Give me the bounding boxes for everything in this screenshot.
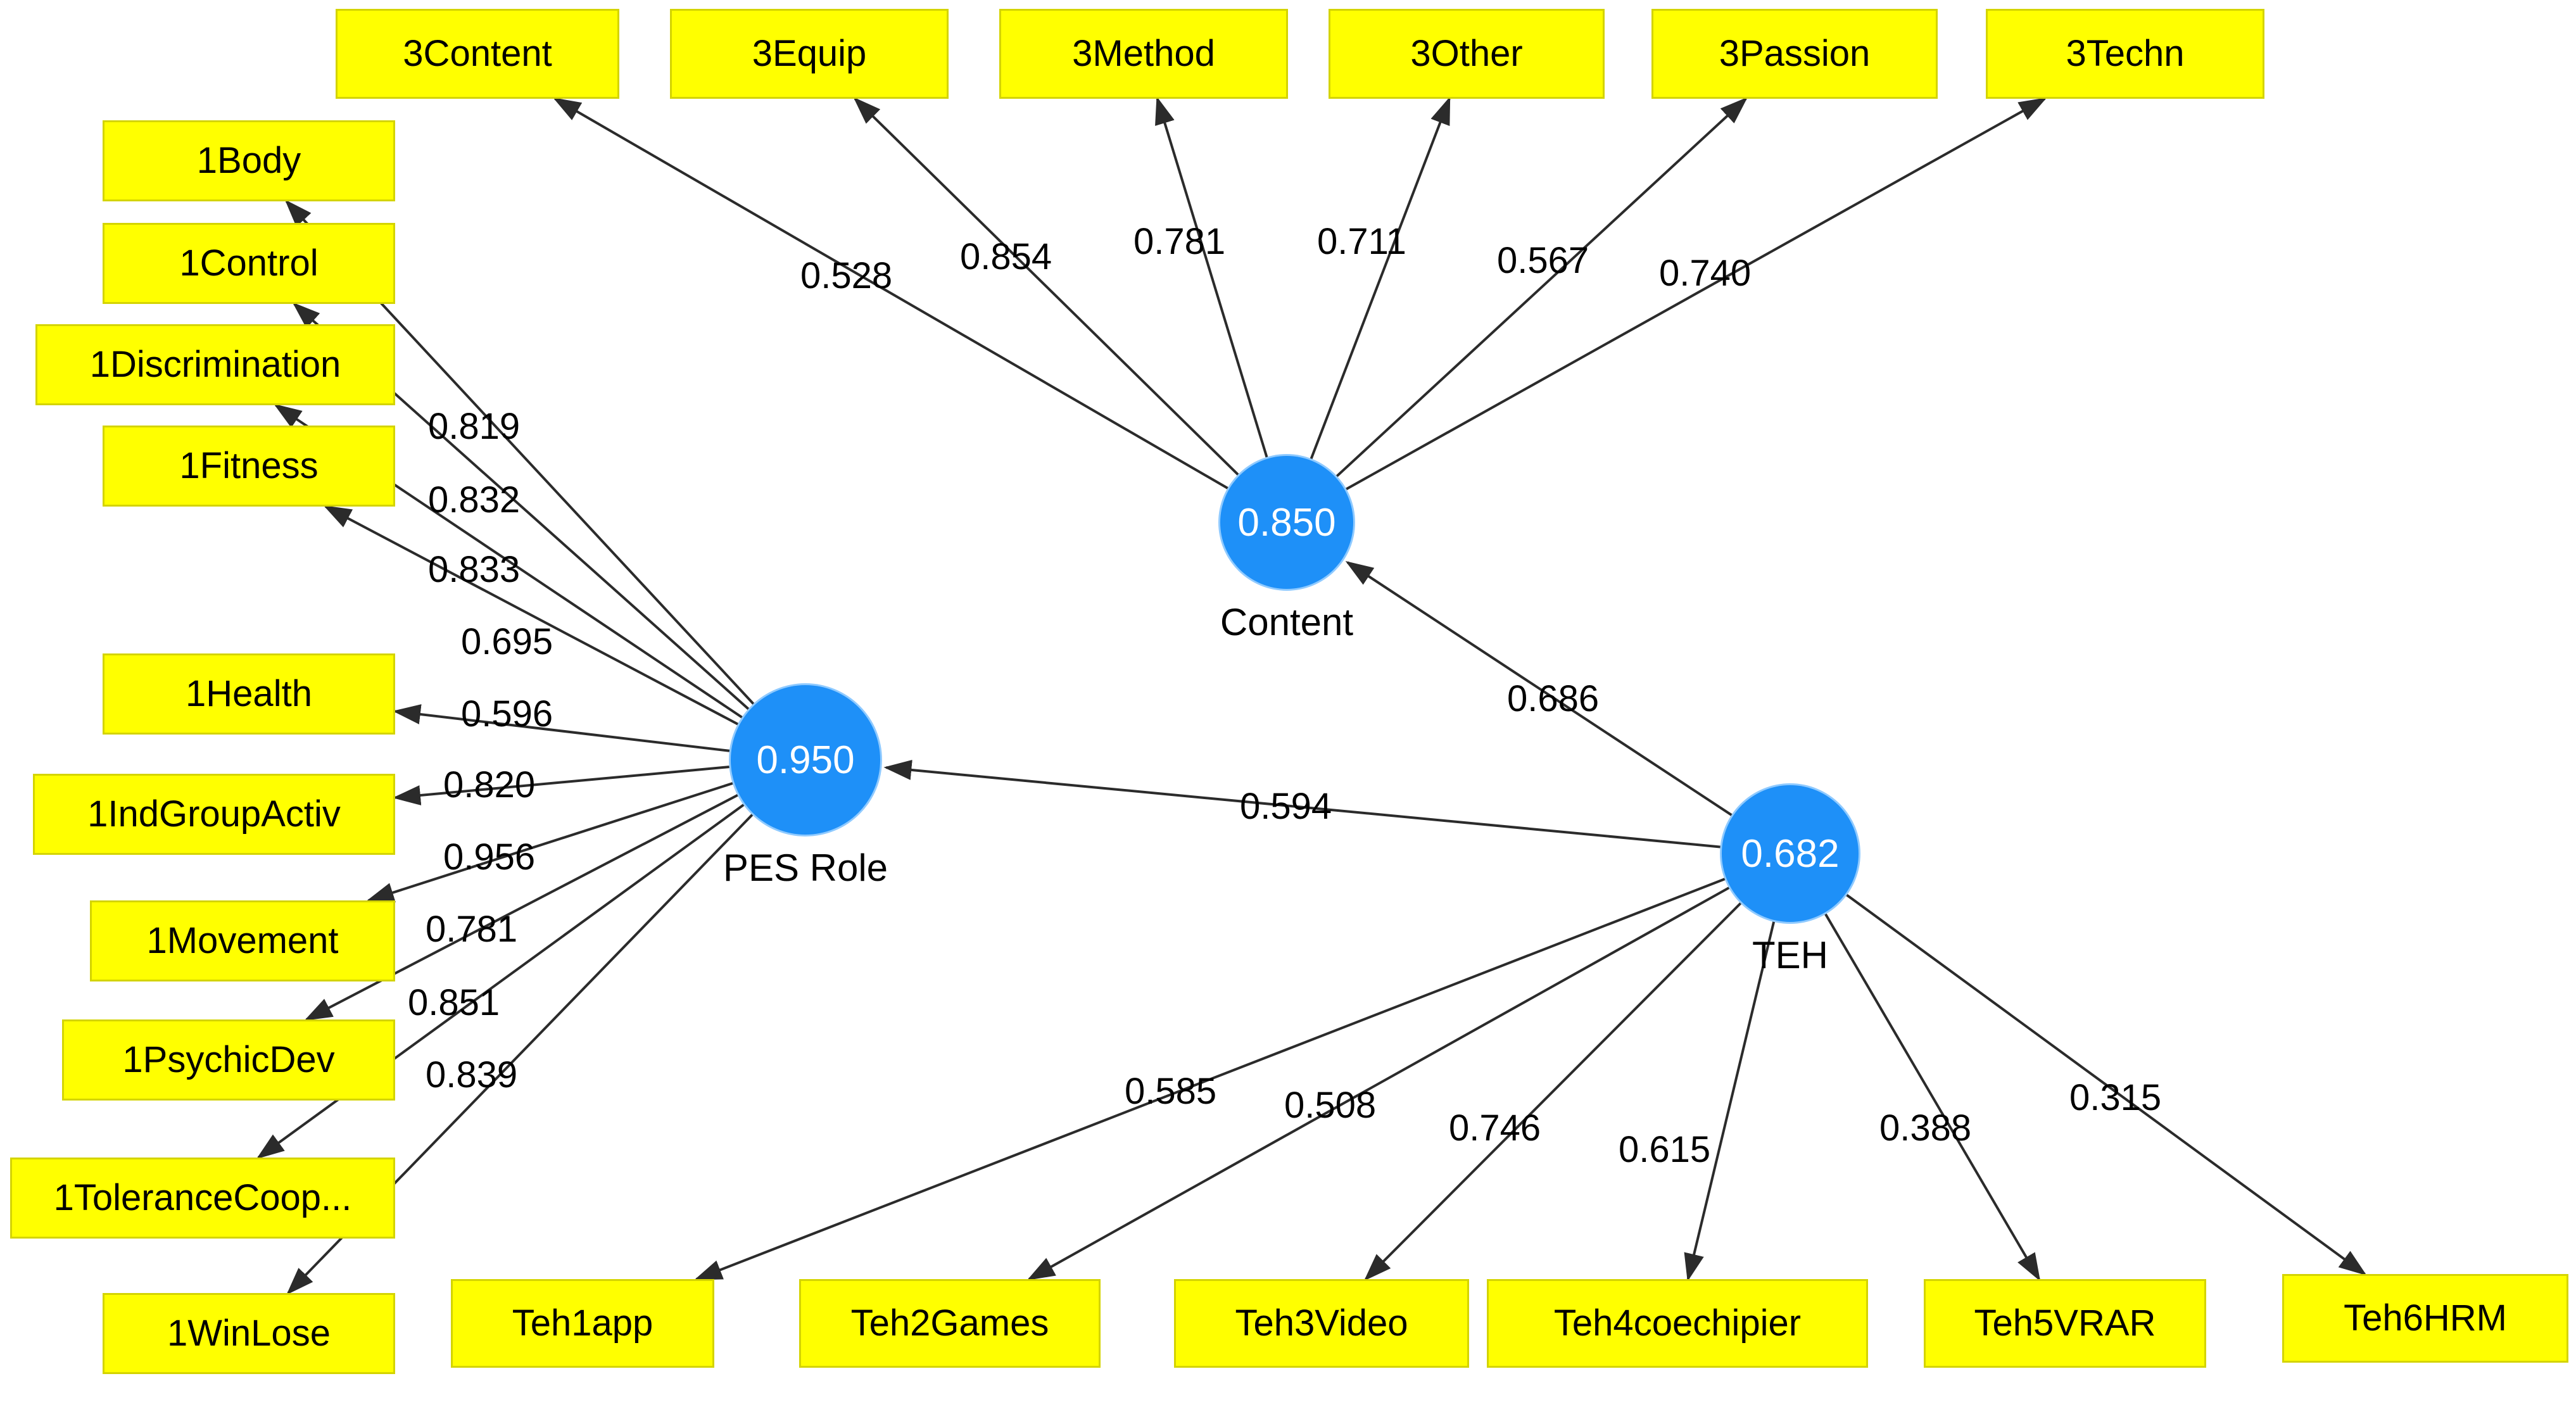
indicator-box[interactable]: 1Discrimination [35,324,395,405]
latent-construct-content[interactable]: 0.850 [1220,456,1353,589]
loading-coefficient: 0.315 [2069,1077,2162,1118]
indicator-box[interactable]: 1IndGroupActiv [33,774,395,855]
indicator-label: Teh3Video [1235,1303,1408,1344]
latent-value: 0.950 [756,738,855,782]
indicator-label: 1Fitness [179,445,319,486]
indicator-label: 1PsychicDev [122,1039,335,1080]
indicator-label: Teh2Games [850,1303,1049,1344]
indicator-box[interactable]: 1Health [103,653,395,735]
indicator-box[interactable]: 3Other [1329,9,1605,99]
loading-coefficient: 0.740 [1659,253,1752,294]
latent-construct-pes_role[interactable]: 0.950 [731,685,880,835]
indicator-box[interactable]: Teh4coechipier [1487,1279,1868,1368]
indicator-box[interactable]: Teh2Games [799,1279,1101,1368]
path-coefficient: 0.686 [1507,678,1600,719]
indicator-label: 1ToleranceCoop... [53,1177,352,1218]
indicator-label: 1Control [179,243,319,284]
loading-coefficient: 0.781 [426,909,518,950]
loading-coefficient: 0.833 [428,549,521,590]
loading-coefficient: 0.508 [1284,1085,1377,1126]
indicator-label: 3Techn [2066,33,2185,74]
indicator-label: Teh5VRAR [1974,1303,2156,1344]
indicator-box[interactable]: 1Control [103,223,395,304]
latent-construct-teh[interactable]: 0.682 [1722,785,1859,922]
indicator-label: 1Body [196,140,301,181]
latent-name-pes_role: PES Role [723,847,888,889]
latent-name-content: Content [1220,601,1354,643]
indicator-label: 1IndGroupActiv [87,793,341,835]
indicator-box[interactable]: 3Passion [1651,9,1938,99]
loading-coefficient: 0.832 [428,479,521,521]
indicator-box[interactable]: Teh1app [451,1279,714,1368]
loading-coefficient: 0.839 [426,1054,518,1095]
indicator-label: 3Passion [1719,33,1871,74]
indicator-box[interactable]: 1Movement [90,900,395,981]
indicator-box[interactable]: Teh3Video [1174,1279,1469,1368]
loading-coefficient: 0.567 [1497,240,1589,281]
loading-coefficient: 0.820 [443,764,536,805]
indicator-box[interactable]: 3Content [336,9,619,99]
indicator-label: 1Movement [146,920,339,961]
indicator-box[interactable]: 3Techn [1986,9,2264,99]
indicator-box[interactable]: 1WinLose [103,1293,395,1374]
loading-coefficient: 0.585 [1125,1071,1217,1112]
indicator-label: Teh4coechipier [1553,1303,1802,1344]
loading-coefficient: 0.854 [960,236,1052,277]
indicator-label: 1WinLose [167,1313,331,1354]
loading-coefficient: 0.528 [800,255,893,296]
loading-coefficient: 0.711 [1317,221,1406,262]
indicator-label: 3Equip [752,33,867,74]
indicator-label: 1Discrimination [89,344,341,385]
measurement-arrow [853,97,1240,476]
indicator-box[interactable]: Teh6HRM [2282,1274,2568,1363]
indicator-box[interactable]: 1Fitness [103,426,395,507]
loading-coefficient: 0.695 [461,621,553,662]
indicator-label: Teh1app [512,1303,653,1344]
latent-value: 0.850 [1237,500,1336,545]
indicator-label: 3Other [1410,33,1523,74]
indicator-label: 3Content [403,33,552,74]
loading-coefficient: 0.819 [428,406,521,447]
loading-coefficient: 0.746 [1449,1107,1541,1149]
loading-coefficient: 0.956 [443,836,536,878]
indicator-label: 3Method [1072,33,1215,74]
loading-coefficient: 0.615 [1619,1129,1711,1170]
indicator-label: Teh6HRM [2344,1297,2507,1339]
loading-coefficient: 0.851 [408,982,500,1023]
latent-name-teh: TEH [1752,934,1828,976]
loading-coefficient: 0.596 [461,693,553,735]
indicator-box[interactable]: 1ToleranceCoop... [10,1158,395,1239]
indicator-box[interactable]: 1PsychicDev [62,1019,395,1101]
indicator-box[interactable]: Teh5VRAR [1924,1279,2206,1368]
loading-coefficient: 0.388 [1879,1107,1972,1149]
measurement-arrow [393,704,731,752]
indicator-label: 1Health [186,673,312,714]
loading-coefficient: 0.781 [1133,221,1226,262]
measurement-arrow [1155,96,1268,458]
indicator-box[interactable]: 1Body [103,120,395,201]
measurement-arrow [1310,96,1451,460]
path-coefficient: 0.594 [1240,786,1332,827]
indicator-box[interactable]: 3Equip [670,9,949,99]
indicator-box[interactable]: 3Method [999,9,1288,99]
latent-value: 0.682 [1741,831,1840,876]
